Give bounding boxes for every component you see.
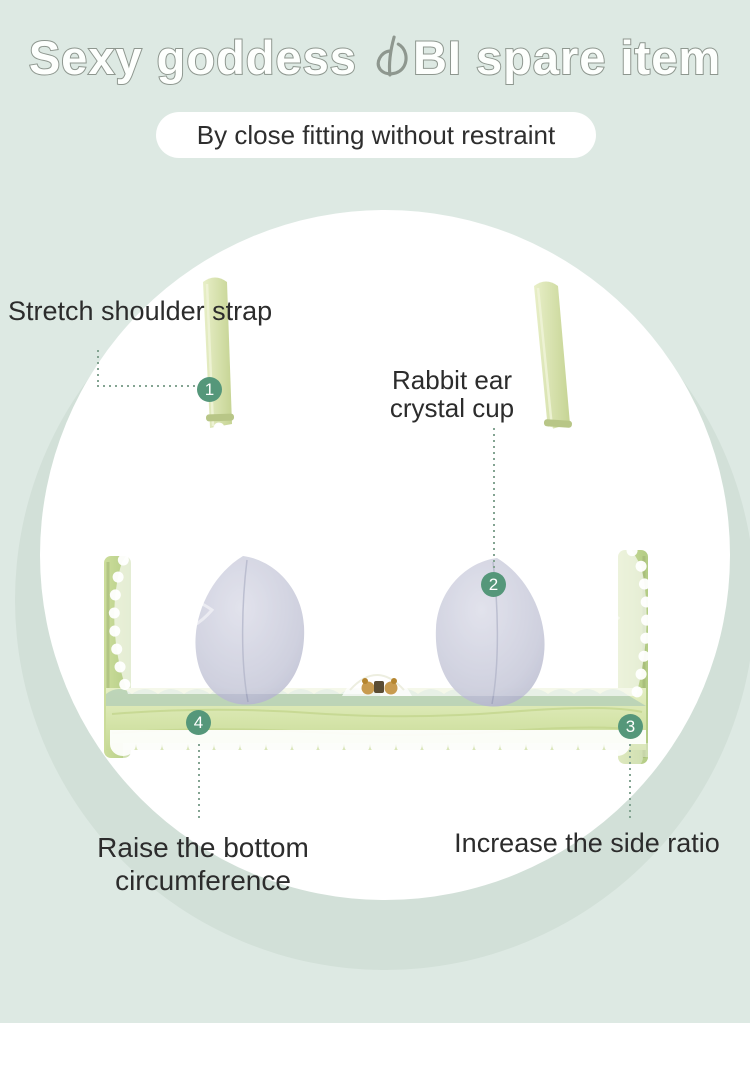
subtitle-pill: By close fitting without restraint [156, 112, 596, 158]
leader-line-vertical [198, 744, 200, 822]
page-title: Sexy goddess BI spare item [0, 30, 750, 85]
title-text-left: Sexy goddess [28, 30, 371, 85]
callout-label: Raise the bottom circumference [97, 832, 309, 896]
callout-badge-4: 4 [186, 710, 211, 735]
callout-label: Increase the side ratio [454, 828, 720, 858]
leader-line-vertical [629, 744, 631, 822]
gold-bow-ornament [361, 678, 398, 695]
callout-badge-3: 3 [618, 714, 643, 739]
callout-badge-2: 2 [481, 572, 506, 597]
title-text-right: BI spare item [412, 30, 722, 85]
bra-crystal-pads [114, 428, 647, 707]
leader-line-horizontal [97, 385, 198, 387]
kana-no-glyph [376, 35, 408, 77]
leader-line-vertical [493, 428, 495, 570]
callout-label: Stretch shoulder strap [8, 296, 273, 326]
leader-line-vertical [97, 350, 99, 387]
callout-label: Rabbit ear crystal cup [389, 365, 515, 423]
callout-badge-1: 1 [197, 377, 222, 402]
bra-lace-scallop-edges [108, 422, 653, 702]
subtitle-text: By close fitting without restraint [196, 120, 556, 150]
